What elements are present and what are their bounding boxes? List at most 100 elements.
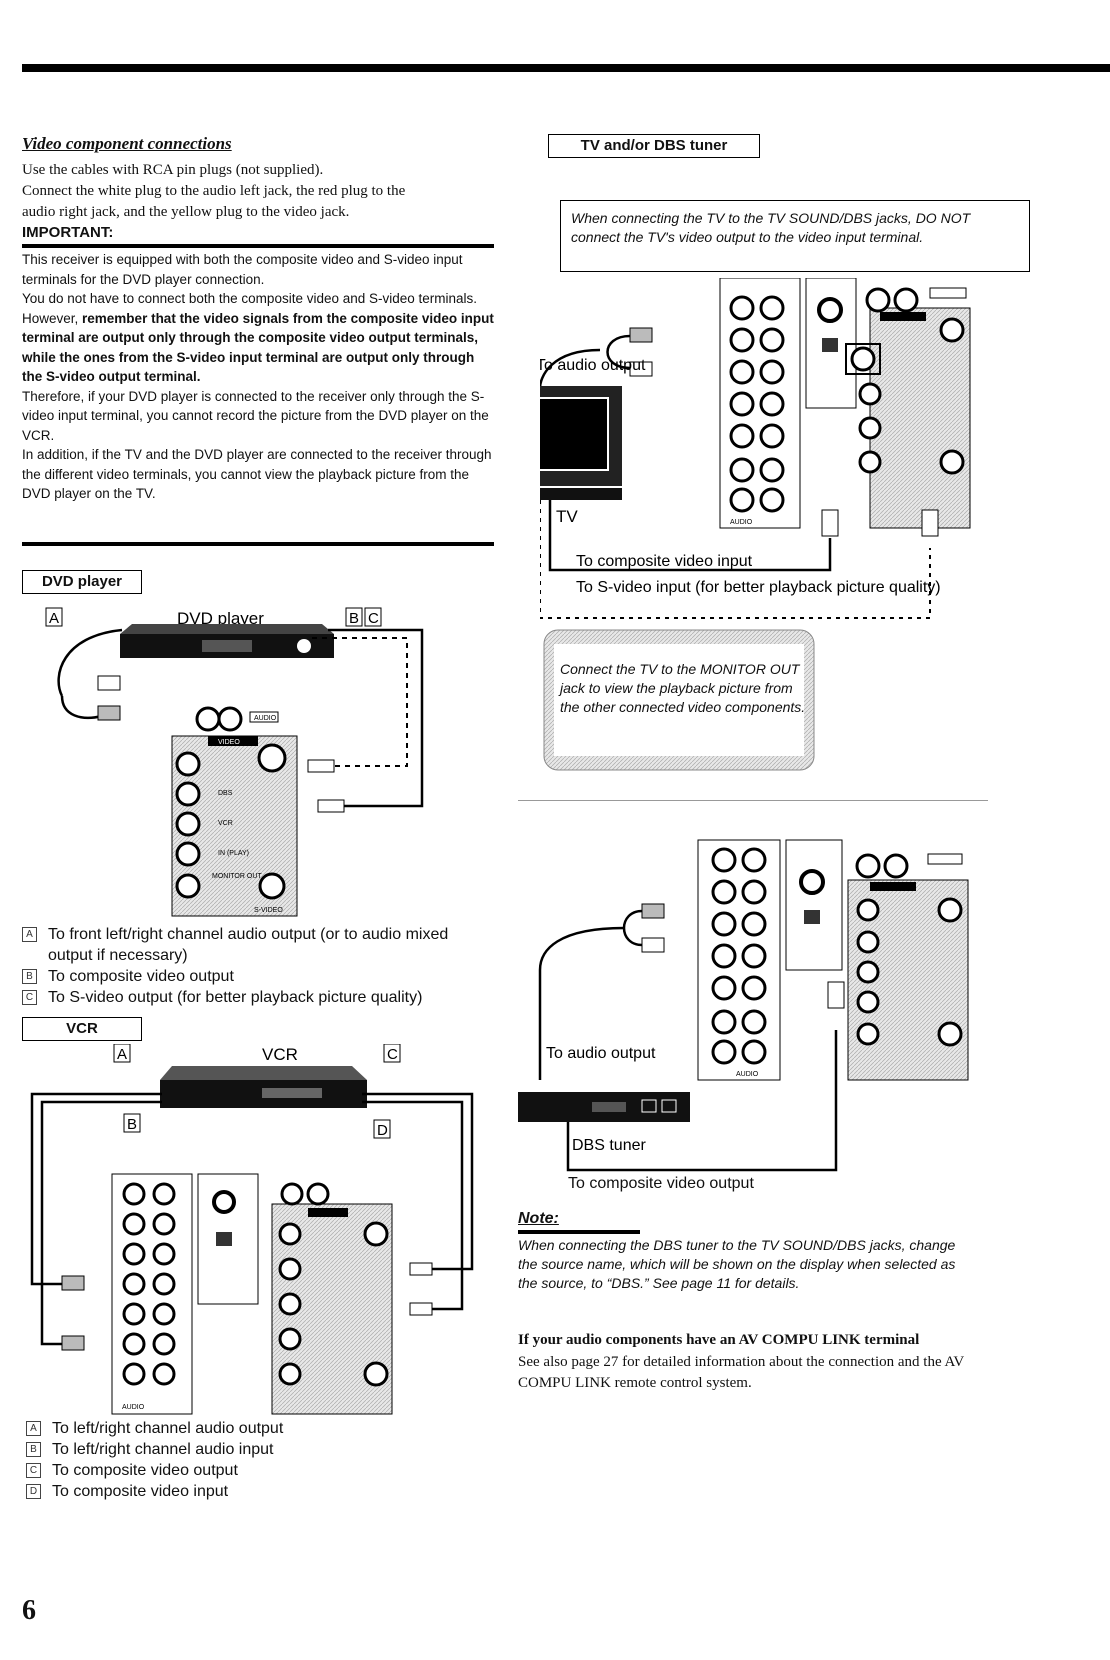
dbs-tuner-label: DBS tuner (572, 1137, 646, 1154)
phono-jack (152, 1182, 176, 1206)
jack (729, 457, 755, 483)
vcr-audio-out-cable (30, 1092, 162, 1286)
important-body: This receiver is equipped with both the … (22, 250, 494, 504)
dbs-dvd-audio-jack (855, 853, 881, 879)
vcr-composite-in-cable (362, 1100, 464, 1311)
monitor-out-jack (175, 873, 201, 899)
jack (759, 359, 785, 385)
dbs-audio-jacks (711, 847, 767, 1065)
panel-audio-label-tv: AUDIO (730, 519, 753, 526)
jack (741, 943, 767, 969)
jack (741, 1009, 767, 1035)
tv-audio-tag (929, 287, 967, 299)
tv-monitor-svideo-jack (939, 449, 965, 475)
tv-audio-cable-lower (540, 348, 601, 389)
jack (741, 911, 767, 937)
important-p3-bold: remember that the video signals from the… (22, 310, 494, 385)
vcr-in-jack (175, 841, 201, 867)
dbs-audio-panel (697, 839, 781, 1081)
digital1-jack (212, 1190, 236, 1214)
vcr-key-d-label: D (377, 1122, 388, 1139)
legend-key: C (26, 1463, 41, 1478)
dbs-to-audio-label: To audio output (546, 1045, 656, 1062)
tv-base (540, 488, 622, 500)
tv-dvd-svideo-jack (939, 317, 965, 343)
intro-line: Use the cables with RCA pin plugs (not s… (22, 162, 324, 178)
key-c-box (364, 607, 382, 627)
monitor-callout-text: Connect the TV to the MONITOR OUT jack t… (560, 661, 806, 715)
svideo-plug (307, 759, 335, 773)
tv-svideo-plug (921, 509, 939, 537)
panel-monitor-label: MONITOR OUT (212, 873, 262, 880)
important-p5: In addition, if the TV and the DVD playe… (22, 447, 492, 501)
dvd-audio-jack (306, 1182, 330, 1206)
jack (741, 879, 767, 905)
vcr-key-a-label: A (117, 1046, 127, 1063)
panel-inplay-label: IN (PLAY) (218, 850, 249, 857)
panel-video-label: VIDEO (218, 739, 240, 746)
tv-svideo-label: To S-video input (for better playback pi… (576, 579, 941, 596)
audio-jack-right (195, 706, 221, 732)
audio-jack-left (217, 706, 243, 732)
dbs-vcr-out-jack (856, 960, 880, 984)
tape-in-jack (152, 1362, 176, 1386)
jack (729, 327, 755, 353)
jack (711, 879, 737, 905)
dvd-display (202, 640, 252, 652)
tv-label: TV (556, 507, 578, 526)
dvd-video-jack (278, 1222, 302, 1246)
tv-highlight-box (845, 343, 881, 375)
vcr-out-audio-jack (122, 1272, 146, 1296)
vcr-key-c-label: C (387, 1046, 398, 1063)
dbs-audio-cable (622, 909, 643, 947)
panel-svideo-label: S-VIDEO (254, 907, 283, 914)
tv-composite-plug (821, 509, 839, 537)
vcr-key-c-box (383, 1044, 401, 1063)
jack (711, 1039, 737, 1065)
important-p1: This receiver is equipped with both the … (22, 252, 463, 287)
vcr-in-video-jack (278, 1327, 302, 1351)
video-tag-vcr (308, 1208, 348, 1217)
jack (729, 487, 755, 513)
dbs-dvd-svideo-jack (937, 897, 963, 923)
key-b-box (345, 607, 363, 627)
jack (759, 391, 785, 417)
vcr-display (262, 1088, 322, 1098)
audio-tag (249, 711, 279, 723)
jack (741, 847, 767, 873)
dbs-digital1-jack (799, 869, 825, 895)
vcr-key-b-label: B (127, 1116, 137, 1133)
tv-dvd-audio-jack (865, 287, 891, 313)
digital2-optical-jack (216, 1232, 232, 1246)
dvd-audio-jack (280, 1182, 304, 1206)
legend-text: To composite video output (52, 1462, 238, 1479)
legend-text: To S-video output (for better playback p… (48, 989, 423, 1006)
section-title: Video component connections (22, 134, 232, 153)
compu-link-heading: If your audio components have an AV COMP… (518, 1332, 920, 1348)
tape-out-jack (152, 1332, 176, 1356)
dvd-composite-cable (328, 628, 424, 808)
dbs-audio-plug (641, 903, 665, 919)
dvd-svideo-jack (257, 743, 287, 773)
tvsound-jack (122, 1242, 146, 1266)
panel-audio-label-vcr: AUDIO (122, 1404, 145, 1411)
vcr-key-b-box (123, 1113, 141, 1133)
monitor-svideo-jack (363, 1361, 389, 1387)
legend-key: B (26, 1442, 41, 1457)
vcr-audio-plug (61, 1335, 85, 1351)
panel-audio-label-dbs: AUDIO (736, 1071, 759, 1078)
tv-vcr-out-jack (858, 382, 882, 406)
jack (759, 487, 785, 513)
legend-key: B (22, 969, 37, 984)
vcr-out-video-jack (278, 1292, 302, 1316)
tv-audio-cable (606, 334, 631, 370)
vcr-video-plug (409, 1302, 433, 1316)
panel-vcr-label: VCR (218, 820, 233, 827)
intro-text: Use the cables with RCA pin plugs (not s… (22, 160, 492, 223)
dbs-video-jack (175, 781, 201, 807)
vcr-in-audio-jack (122, 1302, 146, 1326)
